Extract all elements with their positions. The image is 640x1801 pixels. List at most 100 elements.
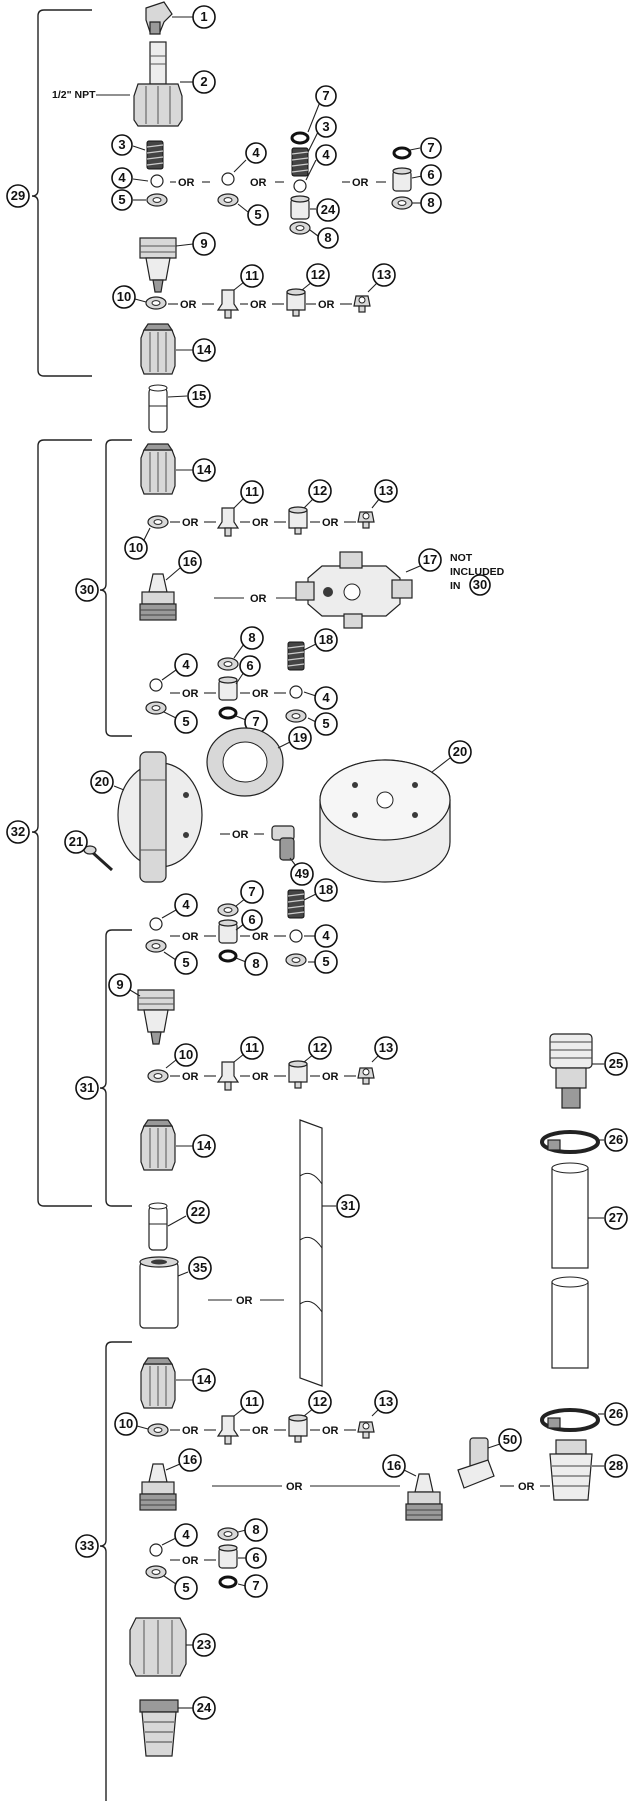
callout-7a: 7 (315, 85, 337, 107)
or-separator: OR (252, 1425, 269, 1437)
or-separator: OR (252, 517, 269, 529)
or-separator: OR (182, 1071, 199, 1083)
svg-text:32: 32 (11, 824, 25, 839)
callout-25: 25 (604, 1052, 628, 1076)
bracket-29 (31, 9, 92, 377)
callout-2: 2 (192, 70, 216, 94)
or-separator: OR (250, 177, 267, 189)
callout-5f: 5 (314, 950, 338, 974)
svg-text:6: 6 (248, 912, 255, 927)
callout-12d: 12 (308, 1390, 332, 1414)
callout-6c: 6 (241, 909, 263, 931)
bracket-30 (99, 439, 132, 737)
svg-text:10: 10 (117, 289, 131, 304)
svg-text:11: 11 (245, 484, 259, 499)
svg-text:13: 13 (379, 483, 393, 498)
callout-5d: 5 (314, 712, 338, 736)
not-included-line-1: NOT (450, 552, 473, 564)
callout-4c: 4 (315, 144, 337, 166)
bracket-32 (31, 439, 92, 1207)
svg-text:4: 4 (182, 897, 190, 912)
svg-text:16: 16 (183, 1452, 197, 1467)
callout-27: 27 (604, 1206, 628, 1230)
callout-26a: 26 (604, 1128, 628, 1152)
svg-text:23: 23 (197, 1637, 211, 1652)
callout-6d: 6 (245, 1547, 267, 1569)
svg-text:1: 1 (200, 9, 207, 24)
callout-1: 1 (192, 5, 216, 29)
callout-5b: 5 (247, 204, 269, 226)
svg-text:11: 11 (245, 268, 259, 283)
svg-text:6: 6 (427, 167, 434, 182)
callout-12a: 12 (306, 263, 330, 287)
callout-15: 15 (187, 384, 211, 408)
callout-10c: 10 (174, 1043, 198, 1067)
svg-text:5: 5 (182, 1580, 189, 1595)
svg-text:4: 4 (322, 147, 330, 162)
svg-text:11: 11 (245, 1040, 259, 1055)
svg-text:7: 7 (427, 140, 434, 155)
callout-12b: 12 (308, 479, 332, 503)
svg-text:26: 26 (609, 1132, 623, 1147)
svg-text:5: 5 (182, 955, 189, 970)
svg-text:19: 19 (293, 730, 307, 745)
callout-13a: 13 (372, 263, 396, 287)
svg-text:5: 5 (118, 192, 125, 207)
or-separator: OR (182, 517, 199, 529)
or-separator: OR (322, 517, 339, 529)
callout-16a: 16 (178, 550, 202, 574)
svg-text:8: 8 (252, 956, 259, 971)
part-20-head-left (117, 751, 203, 883)
part-27-tubing (551, 1162, 589, 1369)
svg-text:18: 18 (319, 882, 333, 897)
callout-28: 28 (604, 1454, 628, 1478)
callout-17: 17 (418, 548, 442, 572)
callout-21: 21 (64, 830, 88, 854)
or-separator: OR (252, 931, 269, 943)
svg-text:49: 49 (295, 866, 309, 881)
callout-14b: 14 (192, 458, 216, 482)
callout-7b: 7 (420, 137, 442, 159)
svg-text:24: 24 (197, 1700, 212, 1715)
svg-text:4: 4 (118, 170, 126, 185)
svg-text:15: 15 (192, 388, 206, 403)
callout-4a: 4 (111, 167, 133, 189)
part-1-cap (145, 1, 173, 35)
svg-text:22: 22 (191, 1204, 205, 1219)
callout-20b: 20 (448, 740, 472, 764)
callout-11b: 11 (240, 480, 264, 504)
svg-text:17: 17 (423, 552, 437, 567)
svg-text:4: 4 (322, 690, 330, 705)
or-separator: OR (518, 1481, 535, 1493)
part-17-manifold (295, 551, 413, 629)
callout-4h: 4 (174, 1523, 198, 1547)
svg-text:14: 14 (197, 1138, 212, 1153)
callout-3b: 3 (315, 116, 337, 138)
callout-29: 29 (6, 184, 30, 208)
callout-14a: 14 (192, 338, 216, 362)
callout-14c: 14 (192, 1134, 216, 1158)
svg-text:4: 4 (182, 657, 190, 672)
part-25-adapter (549, 1033, 593, 1109)
callout-20a: 20 (90, 770, 114, 794)
callout-31b: 31 (336, 1194, 360, 1218)
svg-text:8: 8 (252, 1522, 259, 1537)
svg-text:12: 12 (313, 483, 327, 498)
svg-text:10: 10 (179, 1047, 193, 1062)
callout-8b: 8 (420, 192, 442, 214)
or-separator: OR (180, 299, 197, 311)
svg-text:7: 7 (252, 714, 259, 729)
svg-text:21: 21 (69, 834, 83, 849)
callout-10b: 10 (124, 536, 148, 560)
svg-text:31: 31 (341, 1198, 355, 1213)
svg-text:18: 18 (319, 632, 333, 647)
svg-text:14: 14 (197, 1372, 212, 1387)
npt-label: 1/2" NPT (52, 89, 96, 101)
svg-text:20: 20 (453, 744, 467, 759)
callout-24b: 24 (192, 1696, 216, 1720)
not-included-line-3: IN (450, 580, 461, 592)
callout-3a: 3 (111, 134, 133, 156)
or-separator: OR (252, 688, 269, 700)
svg-text:13: 13 (379, 1040, 393, 1055)
svg-text:29: 29 (11, 188, 25, 203)
